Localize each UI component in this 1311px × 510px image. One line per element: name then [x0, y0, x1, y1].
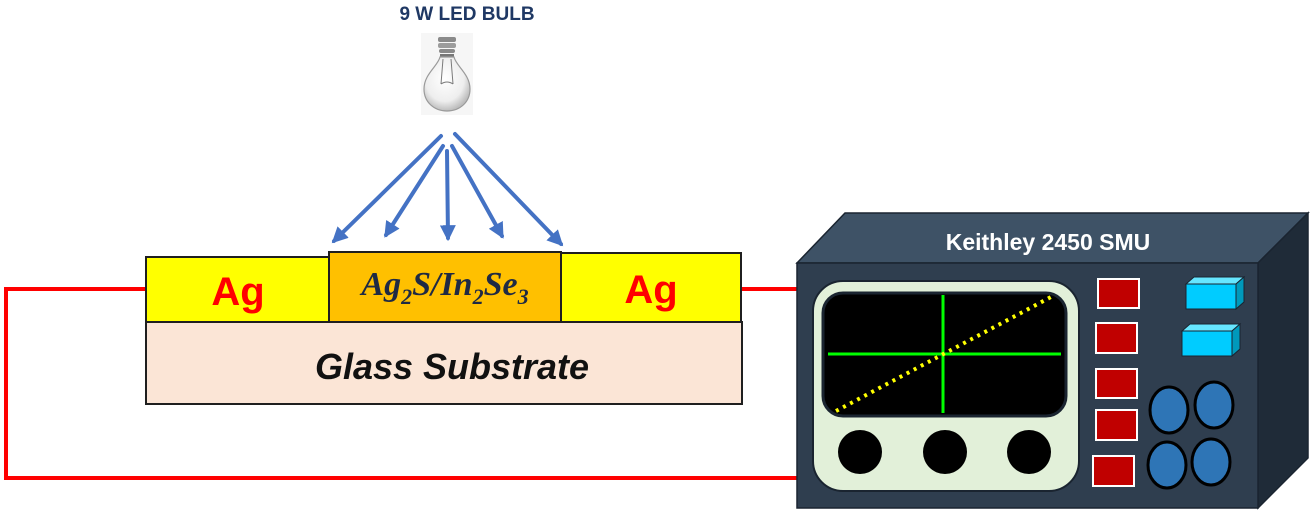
knob-right[interactable]	[1007, 430, 1051, 474]
blue-dials	[1146, 380, 1235, 490]
light-bulb-icon	[421, 33, 473, 115]
dial[interactable]	[1148, 385, 1190, 435]
cyan-key-top[interactable]	[1184, 275, 1246, 311]
indicator-button[interactable]	[1095, 322, 1138, 354]
knob-center[interactable]	[923, 430, 967, 474]
right-ag-electrode	[560, 252, 742, 323]
active-layer-label: Ag2S/In2Se3	[359, 266, 528, 309]
dial[interactable]	[1190, 437, 1232, 487]
light-rays	[331, 132, 564, 247]
keithley-smu: Keithley 2450 SMU	[795, 211, 1310, 510]
substrate-label: Glass Substrate	[315, 346, 589, 387]
screen-trace	[835, 295, 1052, 413]
instrument-label: Keithley 2450 SMU	[946, 229, 1151, 255]
device-stack: Glass Substrate Ag Ag2S/In2Se3 Ag	[145, 251, 743, 405]
active-layer	[328, 251, 562, 323]
indicator-button[interactable]	[1097, 278, 1140, 309]
light-ray	[453, 132, 564, 247]
indicator-button[interactable]	[1092, 455, 1135, 487]
circuit-wire	[4, 287, 797, 480]
indicator-button[interactable]	[1095, 368, 1138, 399]
light-ray	[439, 149, 456, 242]
left-ag-electrode	[145, 256, 330, 323]
indicator-button[interactable]	[1095, 409, 1138, 441]
right-electrode-label: Ag	[624, 268, 677, 312]
bulb-label: 9 W LED BULB	[399, 4, 534, 25]
dial[interactable]	[1193, 380, 1235, 430]
instrument-side	[1257, 211, 1309, 510]
knob-left[interactable]	[838, 430, 882, 474]
left-electrode-label: Ag	[211, 270, 264, 314]
light-ray	[331, 134, 443, 244]
light-ray	[384, 144, 445, 238]
cyan-key-bottom[interactable]	[1180, 322, 1242, 358]
dial[interactable]	[1146, 440, 1188, 490]
indicator-buttons	[1092, 278, 1140, 487]
light-ray	[450, 144, 504, 239]
